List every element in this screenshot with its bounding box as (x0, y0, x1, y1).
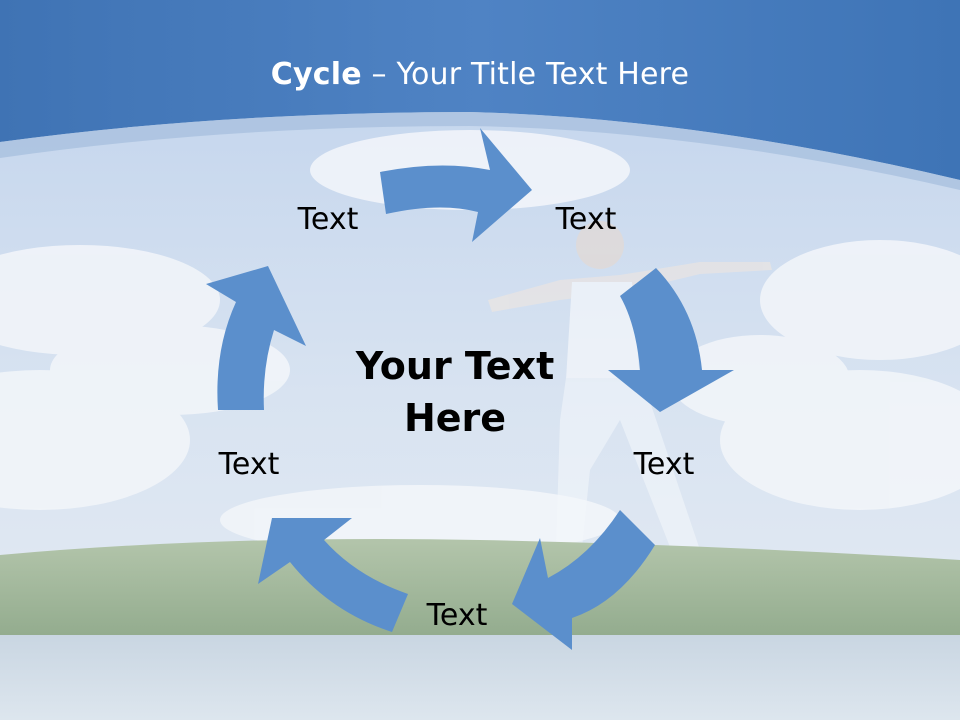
center-text-line-1: Your Text (355, 344, 555, 388)
grass (0, 539, 960, 640)
title-rest: – Your Title Text Here (361, 57, 690, 92)
cycle-arrows (206, 128, 734, 650)
cycle-arrow-5 (206, 266, 306, 410)
center-text: Your Text Here (350, 340, 560, 444)
cycle-label-top-right: Text (555, 202, 617, 237)
clouds (0, 130, 960, 555)
cycle-arrow-1 (380, 128, 532, 242)
title-bold: Cycle (270, 57, 362, 92)
banner-swoosh (0, 112, 960, 190)
center-text-line-2: Here (403, 396, 507, 440)
title-banner (0, 0, 960, 180)
water (0, 635, 960, 720)
cycle-label-right: Text (633, 447, 695, 482)
slide-title: Cycle – Your Title Text Here (0, 52, 960, 98)
cycle-label-left: Text (218, 447, 280, 482)
cycle-arrow-4 (258, 518, 408, 632)
woman-figure (488, 221, 772, 552)
cycle-arrow-2 (608, 268, 734, 412)
cycle-label-bottom: Text (426, 598, 488, 633)
cycle-label-top-left: Text (297, 202, 359, 237)
cycle-arrow-3 (512, 510, 655, 650)
